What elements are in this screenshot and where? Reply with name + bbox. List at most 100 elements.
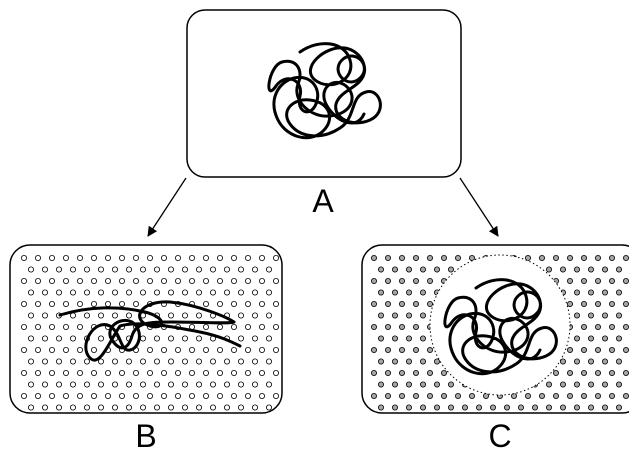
solvent-molecule bbox=[112, 312, 119, 319]
solvent-molecule bbox=[119, 277, 126, 284]
solvent-molecule bbox=[391, 266, 398, 273]
solvent-molecule bbox=[91, 369, 98, 376]
solvent-molecule bbox=[384, 277, 391, 284]
solvent-molecule bbox=[609, 254, 616, 261]
solvent-molecule bbox=[419, 358, 426, 365]
solvent-molecule bbox=[272, 300, 279, 307]
solvent-molecule bbox=[370, 277, 377, 284]
label-b: B bbox=[135, 418, 156, 449]
solvent-molecule bbox=[49, 300, 56, 307]
solvent-molecule bbox=[595, 369, 602, 376]
solvent-molecule bbox=[56, 358, 63, 365]
solvent-molecule bbox=[153, 335, 160, 342]
solvent-molecule bbox=[588, 289, 595, 296]
solvent-molecule bbox=[546, 266, 553, 273]
solvent-molecule bbox=[153, 381, 160, 388]
solvent-molecule bbox=[398, 369, 405, 376]
solvent-molecule bbox=[181, 289, 188, 296]
solvent-molecule bbox=[195, 335, 202, 342]
solvent-molecule bbox=[244, 369, 251, 376]
solvent-molecule bbox=[105, 277, 112, 284]
solvent-molecule bbox=[56, 289, 63, 296]
solvent-molecule bbox=[20, 300, 27, 307]
solvent-molecule bbox=[126, 381, 133, 388]
solvent-molecule bbox=[98, 358, 105, 365]
solvent-molecule bbox=[223, 358, 230, 365]
solvent-molecule bbox=[20, 392, 27, 399]
solvent-molecule bbox=[63, 369, 70, 376]
solvent-molecule bbox=[174, 369, 181, 376]
solvent-molecule bbox=[384, 300, 391, 307]
solvent-molecule bbox=[188, 277, 195, 284]
solvent-molecule bbox=[405, 358, 412, 365]
solvent-molecule bbox=[77, 392, 84, 399]
solvent-molecule bbox=[384, 369, 391, 376]
solvent-molecule bbox=[440, 369, 447, 376]
solvent-molecule bbox=[419, 404, 426, 411]
solvent-molecule bbox=[84, 312, 91, 319]
solvent-molecule bbox=[70, 289, 77, 296]
solvent-molecule bbox=[546, 381, 553, 388]
solvent-molecule bbox=[447, 266, 454, 273]
solvent-molecule bbox=[91, 392, 98, 399]
solvent-molecule bbox=[426, 346, 433, 353]
solvent-molecule bbox=[377, 404, 384, 411]
solvent-molecule bbox=[258, 300, 265, 307]
solvent-molecule bbox=[77, 254, 84, 261]
solvent-molecule bbox=[139, 358, 146, 365]
solvent-molecule bbox=[244, 323, 251, 330]
solvent-molecule bbox=[433, 381, 440, 388]
solvent-molecule bbox=[405, 381, 412, 388]
solvent-molecule bbox=[146, 346, 153, 353]
solvent-molecule bbox=[132, 254, 139, 261]
solvent-molecule bbox=[209, 381, 216, 388]
solvent-molecule bbox=[35, 323, 42, 330]
solvent-molecule bbox=[27, 335, 34, 342]
solvent-molecule bbox=[98, 312, 105, 319]
solvent-molecule bbox=[20, 369, 27, 376]
solvent-molecule bbox=[160, 254, 167, 261]
solvent-molecule bbox=[581, 323, 588, 330]
solvent-molecule bbox=[132, 277, 139, 284]
solvent-molecule bbox=[230, 392, 237, 399]
solvent-molecule bbox=[370, 369, 377, 376]
solvent-molecule bbox=[567, 277, 574, 284]
solvent-molecule bbox=[616, 381, 623, 388]
solvent-molecule bbox=[77, 346, 84, 353]
solvent-molecule bbox=[237, 404, 244, 411]
solvent-molecule bbox=[602, 381, 609, 388]
solvent-molecule bbox=[468, 392, 475, 399]
solvent-molecule bbox=[126, 289, 133, 296]
solvent-molecule bbox=[63, 346, 70, 353]
solvent-molecule bbox=[574, 289, 581, 296]
solvent-molecule bbox=[70, 312, 77, 319]
solvent-molecule bbox=[35, 369, 42, 376]
solvent-molecule bbox=[412, 392, 419, 399]
solvent-dots-good bbox=[20, 254, 279, 411]
solvent-molecule bbox=[27, 404, 34, 411]
solvent-molecule bbox=[216, 277, 223, 284]
solvent-molecule bbox=[405, 335, 412, 342]
solvent-molecule bbox=[105, 369, 112, 376]
solvent-molecule bbox=[398, 277, 405, 284]
solvent-molecule bbox=[27, 358, 34, 365]
solvent-molecule bbox=[195, 289, 202, 296]
solvent-molecule bbox=[588, 312, 595, 319]
solvent-molecule bbox=[174, 346, 181, 353]
solvent-molecule bbox=[244, 300, 251, 307]
solvent-molecule bbox=[419, 266, 426, 273]
solvent-molecule bbox=[623, 254, 629, 261]
solvent-molecule bbox=[391, 312, 398, 319]
solvent-molecule bbox=[412, 346, 419, 353]
solvent-molecule bbox=[588, 335, 595, 342]
solvent-molecule bbox=[20, 346, 27, 353]
solvent-molecule bbox=[461, 404, 468, 411]
solvent-molecule bbox=[202, 277, 209, 284]
solvent-molecule bbox=[49, 254, 56, 261]
solvent-molecule bbox=[237, 335, 244, 342]
solvent-molecule bbox=[595, 392, 602, 399]
solvent-molecule bbox=[567, 369, 574, 376]
solvent-molecule bbox=[405, 404, 412, 411]
solvent-molecule bbox=[581, 392, 588, 399]
solvent-molecule bbox=[623, 277, 629, 284]
